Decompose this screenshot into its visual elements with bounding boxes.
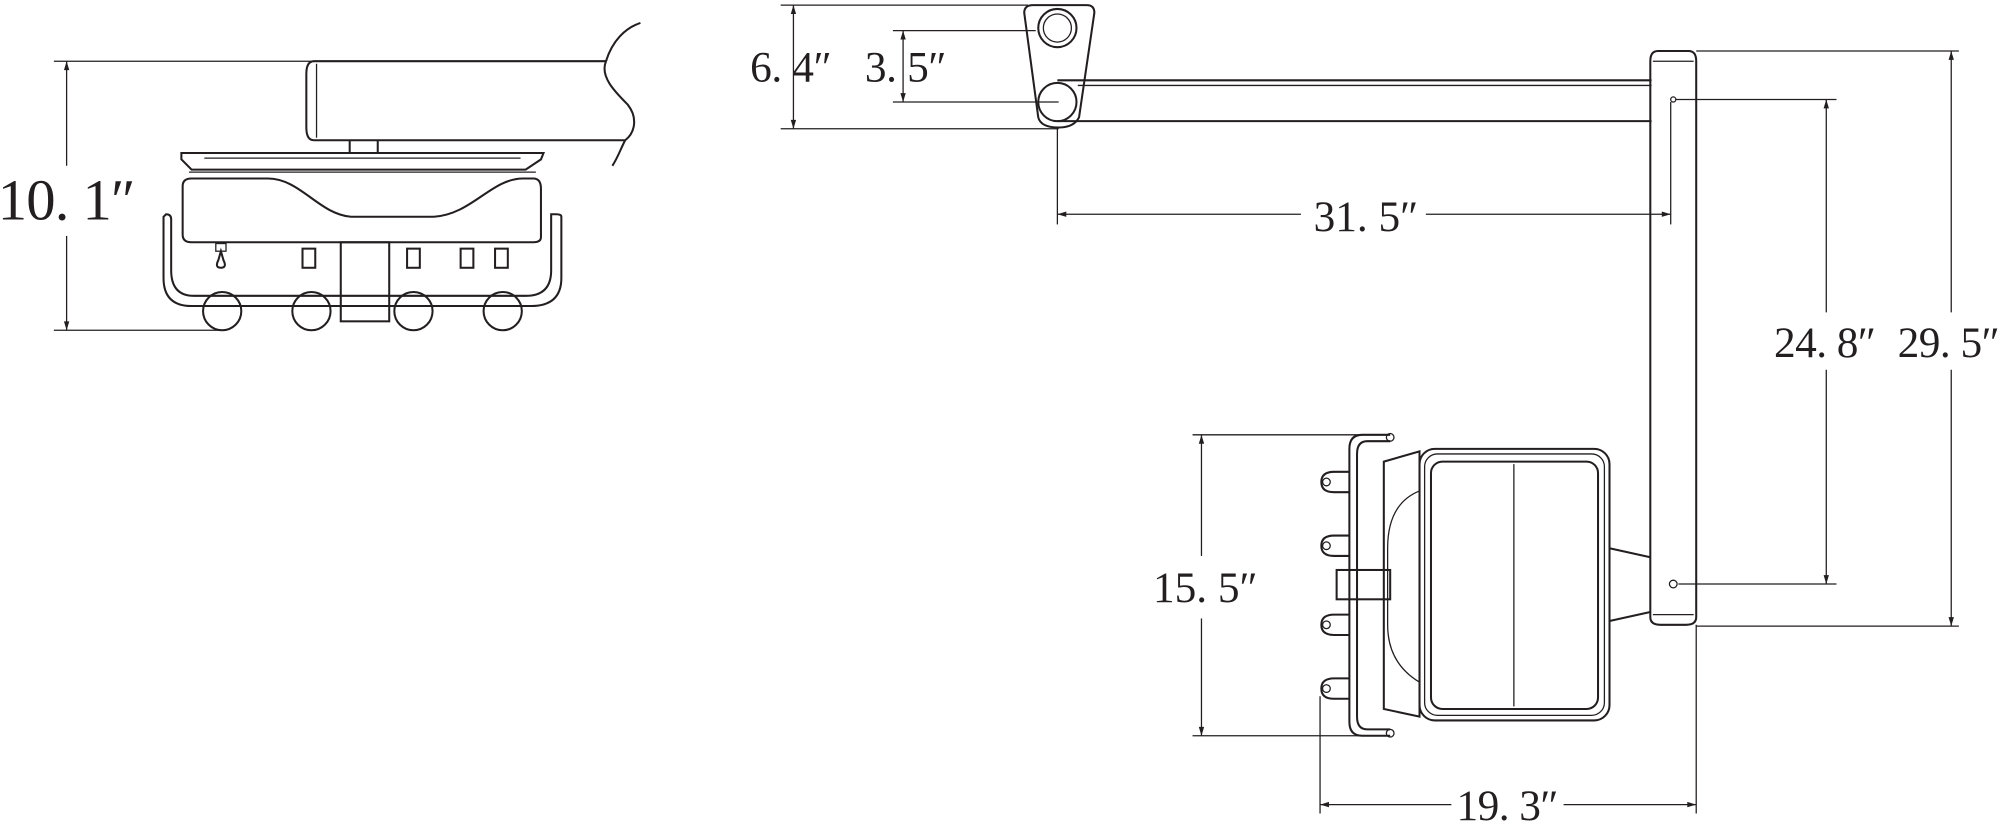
head-connector xyxy=(1335,568,1392,601)
wall-clamp xyxy=(1023,4,1096,129)
arm-length-label: 31. 5″ xyxy=(1314,193,1419,241)
hook-rail xyxy=(162,213,563,308)
clamp-inner-dimension: 3. 5″ xyxy=(865,29,1059,103)
post-inner-label: 24. 8″ xyxy=(1774,319,1876,367)
lamp-head xyxy=(1335,447,1611,722)
head-depth-dimension: 19. 3″ xyxy=(1319,624,1697,825)
post-outer-dimension: 29. 5″ xyxy=(1696,50,2000,627)
post-inner-dimension: 24. 8″ xyxy=(1675,98,1876,585)
control-knobs xyxy=(301,247,509,269)
center-post xyxy=(339,241,391,323)
vertical-post xyxy=(1649,49,1698,626)
hooks xyxy=(1320,470,1350,700)
post-outer-label: 29. 5″ xyxy=(1898,319,2000,367)
tray xyxy=(180,151,546,173)
clamp-outer-dimension: 6. 4″ xyxy=(750,4,1059,130)
head-height-label: 15. 5″ xyxy=(1153,564,1258,612)
head-height-dimension: 15. 5″ xyxy=(1153,434,1386,737)
side-view: 10. 1″ xyxy=(0,21,641,332)
height-dimension: 10. 1″ xyxy=(0,60,317,331)
toggle-switch xyxy=(215,242,227,269)
head-depth-label: 19. 3″ xyxy=(1456,782,1558,825)
arm-length-dimension: 31. 5″ xyxy=(1056,102,1672,241)
clamp-inner-label: 3. 5″ xyxy=(865,44,947,92)
lamp-body xyxy=(181,177,542,244)
top-view: 6. 4″ 3. 5″ 31. 5″ 29. 5″ 24. 8 xyxy=(750,4,2000,825)
mount-post xyxy=(348,140,379,154)
horizontal-arm xyxy=(1057,79,1652,123)
height-label: 10. 1″ xyxy=(0,167,135,232)
arm-segment xyxy=(305,21,641,167)
hook-rail-top xyxy=(1320,432,1395,738)
outlet-sockets xyxy=(202,290,523,332)
clamp-outer-label: 6. 4″ xyxy=(750,44,832,92)
lamp-bracket xyxy=(1609,547,1651,622)
